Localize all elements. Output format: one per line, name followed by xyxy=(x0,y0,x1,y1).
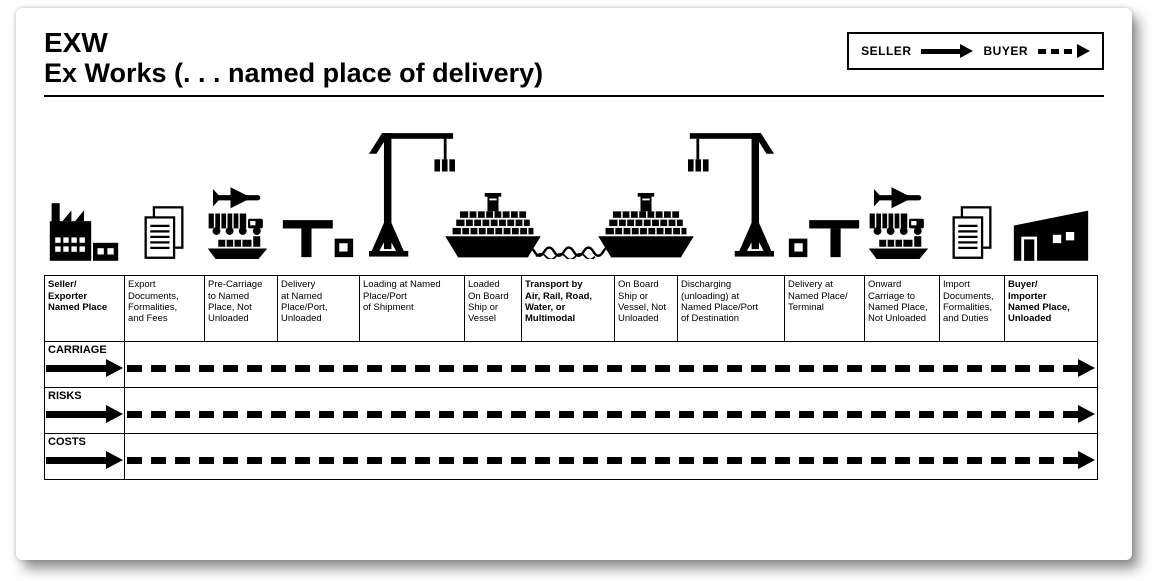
incoterm-name: Ex Works (. . . named place of delivery) xyxy=(44,57,544,88)
title-block: EXW Ex Works (. . . named place of deliv… xyxy=(44,27,544,88)
buyer-dashed-arrow xyxy=(127,359,1095,378)
column-header: Transport by Air, Rail, Road, Water, or … xyxy=(521,275,615,343)
row-label: COSTS xyxy=(48,436,86,449)
row-arrow-cell xyxy=(124,341,1098,389)
row-arrow-cell xyxy=(124,433,1098,481)
column-header: Delivery at Named Place/ Terminal xyxy=(784,275,865,343)
row-label: RISKS xyxy=(48,390,82,403)
buyer-dashed-arrow xyxy=(127,405,1095,424)
column-header: Import Documents, Formalities, and Dutie… xyxy=(939,275,1005,343)
title-divider xyxy=(44,95,1104,98)
seller-solid-arrow-icon xyxy=(921,44,974,58)
column-header: Delivery at Named Place/Port, Unloaded xyxy=(277,275,360,343)
multimodal-transport-icon xyxy=(206,187,276,261)
row-label: CARRIAGE xyxy=(48,344,107,357)
terminal-dock-icon xyxy=(281,207,355,261)
documents-icon xyxy=(950,205,994,261)
column-header: Onward Carriage to Named Place, Not Unlo… xyxy=(864,275,940,343)
table-header-row: Seller/ Exporter Named Place Export Docu… xyxy=(44,275,1098,343)
buyer-dashed-arrow-icon xyxy=(1038,44,1090,58)
row-label-cell: COSTS xyxy=(44,433,125,481)
seller-solid-arrow xyxy=(46,405,123,424)
transport-chain-icons xyxy=(44,109,1104,261)
responsibility-table: Seller/ Exporter Named Place Export Docu… xyxy=(44,275,1098,481)
multimodal-transport-icon xyxy=(867,187,937,261)
factory-icon xyxy=(48,203,120,261)
column-header: Discharging (unloading) at Named Place/P… xyxy=(677,275,785,343)
warehouse-icon xyxy=(1012,203,1090,261)
row-arrow-cell xyxy=(124,387,1098,435)
port-crane-icon xyxy=(688,125,774,261)
column-header: On Board Ship or Vessel, Not Unloaded xyxy=(614,275,678,343)
incoterm-code: EXW xyxy=(44,27,108,58)
seller-solid-arrow xyxy=(46,451,123,470)
row-label-cell: CARRIAGE xyxy=(44,341,125,389)
seller-buyer-legend: SELLER BUYER xyxy=(847,32,1104,70)
table-row-carriage: CARRIAGE xyxy=(44,341,1098,389)
row-label-cell: RISKS xyxy=(44,387,125,435)
column-header: Export Documents, Formalities, and Fees xyxy=(124,275,205,343)
column-header: Loading at Named Place/Port of Shipment xyxy=(359,275,465,343)
incoterm-diagram-page: EXW Ex Works (. . . named place of deliv… xyxy=(16,8,1132,560)
terminal-dock-icon xyxy=(787,207,861,261)
legend-buyer-label: BUYER xyxy=(983,44,1028,58)
table-row-risks: RISKS xyxy=(44,387,1098,435)
column-header: Buyer/ Importer Named Place, Unloaded xyxy=(1004,275,1098,343)
column-header: Pre-Carriage to Named Place, Not Unloade… xyxy=(204,275,278,343)
legend-seller-label: SELLER xyxy=(861,44,912,58)
buyer-dashed-arrow xyxy=(127,451,1095,470)
port-crane-icon xyxy=(369,125,455,261)
column-header: Loaded On Board Ship or Vessel xyxy=(464,275,522,343)
table-row-costs: COSTS xyxy=(44,433,1098,481)
column-header: Seller/ Exporter Named Place xyxy=(44,275,125,343)
page-header: EXW Ex Works (. . . named place of deliv… xyxy=(44,27,1104,88)
documents-icon xyxy=(142,205,186,261)
seller-solid-arrow xyxy=(46,359,123,378)
